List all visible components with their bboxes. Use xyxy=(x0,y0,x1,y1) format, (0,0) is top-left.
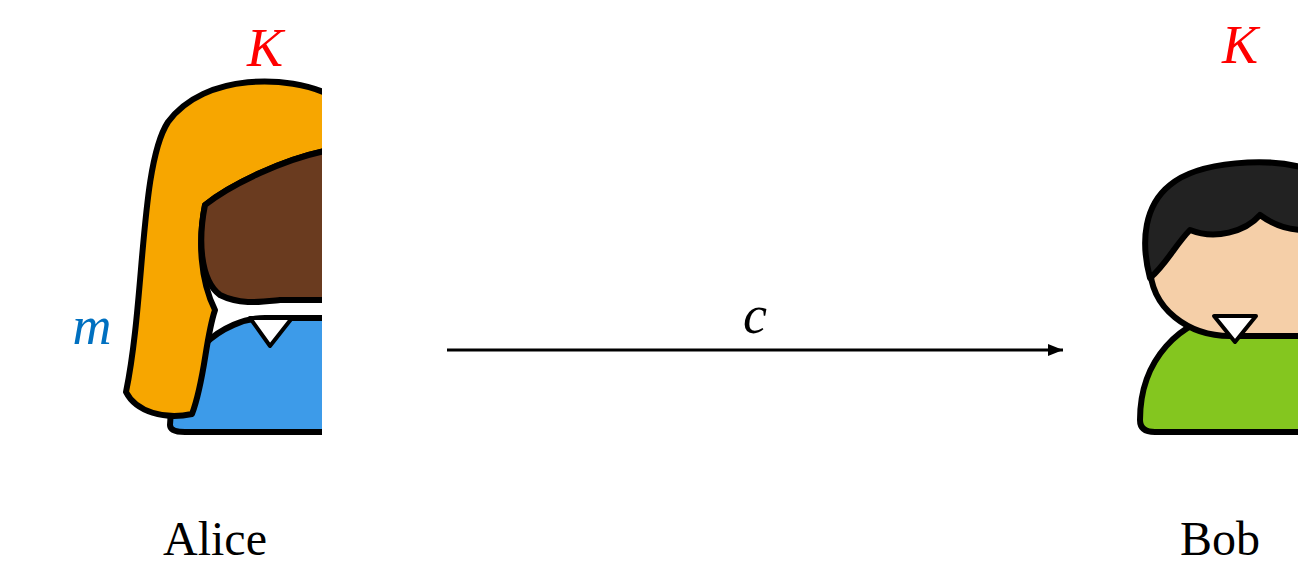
key-symbol: K xyxy=(1222,13,1258,78)
message-arrow xyxy=(447,349,1063,352)
alice-icon xyxy=(126,81,322,432)
person-name: Bob xyxy=(1180,510,1260,565)
bob-hair xyxy=(1145,162,1298,278)
message-symbol: m xyxy=(73,294,112,359)
bob-collar xyxy=(1214,316,1256,342)
bob-icon xyxy=(1140,162,1298,432)
alice-collar xyxy=(250,318,292,346)
ciphertext-label: c xyxy=(739,286,771,345)
person-name: Alice xyxy=(163,510,267,565)
person-node: Bob xyxy=(1063,70,1298,565)
person-node: Alice xyxy=(110,70,447,565)
alice-face xyxy=(201,150,322,302)
key-symbol: K xyxy=(247,16,283,81)
alice-hair xyxy=(126,81,322,415)
